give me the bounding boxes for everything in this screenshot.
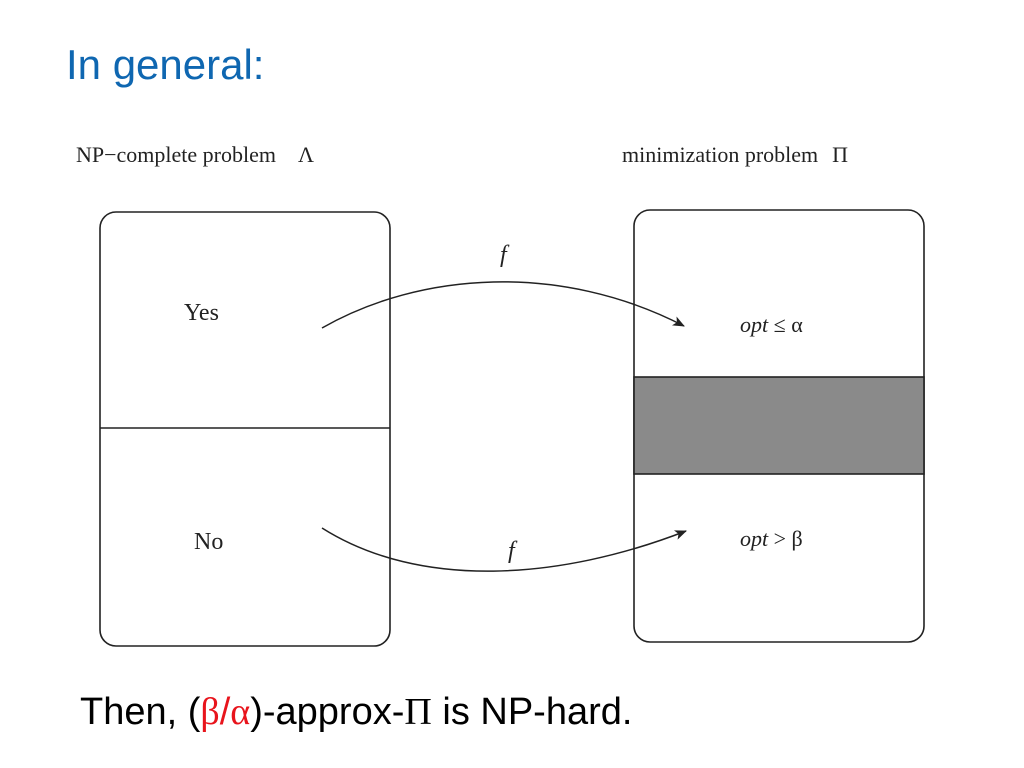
conclusion-statement: Then, (β/α)-approx-Π is NP-hard. (80, 690, 632, 736)
gap-band (633, 376, 925, 475)
slide-title: In general: (66, 41, 265, 88)
conclusion-suffix: is NP-hard. (431, 691, 633, 733)
conclusion-prefix: Then, ( (80, 691, 201, 733)
yes-label: Yes (184, 300, 219, 326)
left-problem-box (99, 211, 391, 647)
beta-symbol: β (200, 691, 220, 733)
top-f-label: f (500, 242, 510, 268)
opt-le-alpha-label: opt ≤ α (740, 312, 803, 337)
no-label: No (194, 529, 223, 555)
no-mapping-arrow (321, 527, 687, 572)
conclusion-middle: )-approx- (250, 691, 405, 733)
opt-gt-beta-label: opt > β (740, 526, 803, 551)
ratio-slash: / (219, 691, 231, 733)
bottom-f-label: f (508, 538, 518, 564)
alpha-symbol: α (230, 691, 251, 733)
yes-mapping-arrow (321, 281, 685, 329)
pi-symbol: Π (404, 691, 432, 733)
